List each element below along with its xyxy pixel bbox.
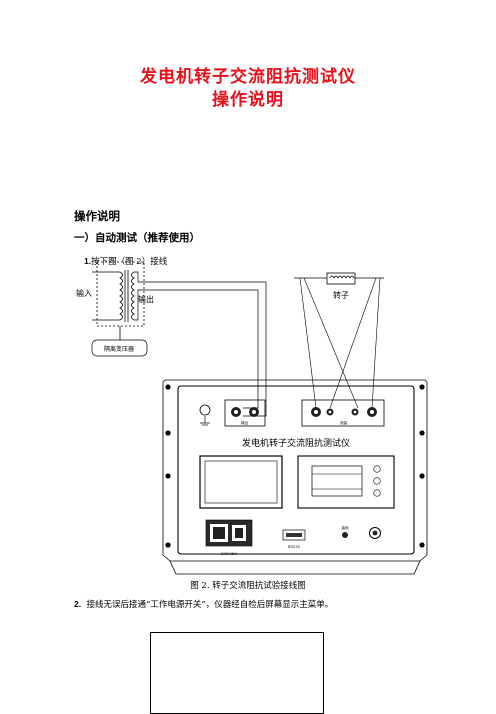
step-1-number: 1. [84, 256, 92, 266]
enclosure-screws [165, 384, 425, 548]
rs232-label: RS232 [288, 544, 301, 549]
output-terminals [231, 407, 259, 417]
ground-terminal-icon [199, 404, 211, 426]
control-buttons [373, 465, 381, 497]
small-connector-label: 接地 [342, 525, 350, 530]
device-enclosure [162, 379, 428, 575]
measure-terminal-panel [301, 399, 385, 427]
label-input: 输入 [76, 288, 92, 298]
rotor-coil-icon [329, 275, 355, 279]
printer-slot [311, 465, 363, 497]
regulator-label-box [91, 339, 148, 357]
small-connector-icon [342, 532, 348, 538]
section-heading: 操作说明 [74, 209, 120, 223]
lcd-inner [204, 460, 278, 504]
knob-icon [369, 527, 381, 539]
rs232-port-icon [282, 529, 306, 541]
power-label: 220V/5A [221, 551, 238, 556]
lcd-screen [199, 455, 283, 509]
measure-terminal-label: 测量 [340, 420, 348, 425]
transformer-icon [92, 261, 145, 340]
output-terminal-label: 输出 [241, 420, 249, 425]
subsection-heading: 一）自动测试（推荐使用） [74, 232, 200, 244]
document-subtitle: 操作说明 [212, 90, 284, 110]
device-name: 发电机转子交流阻抗测试仪 [242, 437, 350, 449]
rotor-box [326, 272, 356, 285]
output-wires [134, 271, 267, 417]
printer-block [297, 455, 395, 509]
regulator-label: 隔离变压器 [104, 345, 134, 353]
measure-terminals [311, 407, 377, 417]
figure-caption: 图 2. 转子交流阻抗试验接线图 [190, 581, 306, 591]
label-rotor: 转子 [333, 290, 349, 300]
step-2-text: 接线无误后接通“工作电源开关”，仪器经自检后屏幕显示主菜单。 [86, 600, 334, 610]
label-output: 输出 [138, 294, 154, 304]
output-terminal-panel [224, 399, 266, 427]
step-2: 2. 接线无误后接通“工作电源开关”，仪器经自检后屏幕显示主菜单。 [74, 598, 333, 610]
document-title: 发电机转子交流阻抗测试仪 [140, 67, 356, 87]
step-2-number: 2. [74, 599, 82, 609]
